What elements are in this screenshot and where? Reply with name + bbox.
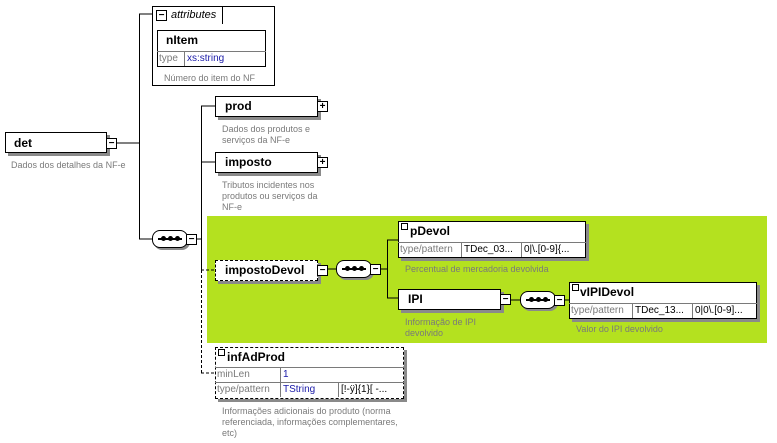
attributes-label: attributes — [171, 9, 217, 21]
imposto-description-line-3: NF-e — [222, 202, 242, 212]
vipidevol-name: vIPIDevol — [580, 285, 635, 299]
infadprod-description-line-1: Informações adicionais do produto (norma — [222, 406, 391, 416]
sequence-compositor-icon[interactable] — [152, 230, 188, 248]
prod-description-line-2: serviços da NF-e — [222, 135, 291, 145]
imposto-name: imposto — [225, 155, 272, 169]
prod-description-line-1: Dados dos produtos e — [222, 124, 311, 134]
infadprod-minlen-key: minLen — [215, 368, 281, 382]
pdevol-type-value: TDec_03... — [462, 243, 522, 257]
collapse-sequence-2-icon[interactable]: − — [370, 264, 381, 275]
pdevol-description: Percentual de mercadoria devolvida — [405, 264, 549, 274]
imposto-description-line-2: produtos ou serviços da — [222, 191, 318, 201]
vipidevol-pattern-value: 0|0\.[0-9]... — [695, 305, 743, 316]
det-description: Dados dos detalhes da NF-e — [11, 160, 126, 170]
collapse-ipi-icon[interactable]: − — [500, 294, 511, 305]
nitem-description: Número do item do NF — [164, 73, 256, 83]
infadprod-type-key: type/pattern — [215, 383, 281, 397]
collapse-sequence-icon[interactable]: − — [186, 234, 197, 245]
sequence-compositor-2-icon[interactable] — [336, 260, 372, 278]
infadprod-minlen-value: 1 — [283, 369, 289, 380]
infadprod-type-row: type/pattern TString [!-ÿ]{1}[ -... — [215, 382, 404, 397]
infadprod-description-line-2: referenciada, informações complementares… — [222, 417, 398, 427]
ipi-description-line-1: Informação de IPI — [405, 317, 477, 327]
infadprod-name: infAdProd — [227, 350, 285, 364]
element-type-2-icon — [572, 284, 579, 291]
sequence-compositor-3-icon[interactable] — [520, 291, 556, 309]
collapse-det-icon[interactable]: − — [106, 138, 117, 149]
collapse-attributes-icon[interactable]: − — [156, 10, 167, 21]
nitem-type-key: type — [157, 52, 185, 66]
pdevol-pattern-value: 0|\.[0-9]{... — [524, 244, 570, 255]
element-type-icon — [401, 223, 408, 230]
vipidevol-type-row: type/pattern TDec_13... 0|0\.[0-9]... — [569, 303, 757, 318]
collapse-sequence-3-icon[interactable]: − — [554, 295, 565, 306]
prod-name: prod — [225, 99, 252, 113]
infadprod-type-value: TString — [281, 383, 339, 397]
pdevol-name: pDevol — [410, 224, 451, 238]
nitem-box[interactable] — [157, 30, 266, 67]
ipi-description-line-2: devolvido — [405, 328, 444, 338]
ipi-name: IPI — [408, 292, 423, 306]
nitem-type-value: xs:string — [187, 53, 225, 64]
expand-prod-icon[interactable]: + — [317, 101, 328, 112]
expand-imposto-icon[interactable]: + — [317, 157, 328, 168]
infadprod-box[interactable] — [215, 347, 404, 399]
element-type-3-icon — [218, 349, 225, 356]
det-name: det — [14, 136, 32, 150]
imposto-description-line-1: Tributos incidentes nos — [222, 180, 315, 190]
nitem-name: nItem — [166, 33, 199, 47]
pdevol-type-key: type/pattern — [398, 243, 462, 257]
pdevol-box[interactable] — [398, 221, 586, 258]
nitem-type-row: type xs:string — [157, 51, 266, 66]
vipidevol-type-key: type/pattern — [569, 304, 633, 318]
infadprod-minlen-row: minLen 1 — [215, 367, 404, 382]
infadprod-description-line-3: etc) — [222, 428, 238, 438]
attributes-tab — [152, 6, 223, 24]
pdevol-type-row: type/pattern TDec_03... 0|\.[0-9]{... — [398, 242, 586, 257]
vipidevol-type-value: TDec_13... — [633, 304, 693, 318]
vipidevol-description: Valor do IPI devolvido — [576, 324, 663, 334]
vipidevol-box[interactable] — [569, 282, 757, 319]
impostodevol-name: impostoDevol — [225, 263, 305, 277]
collapse-impostodevol-icon[interactable]: − — [317, 265, 328, 276]
infadprod-pattern-value: [!-ÿ]{1}[ -... — [341, 384, 388, 395]
